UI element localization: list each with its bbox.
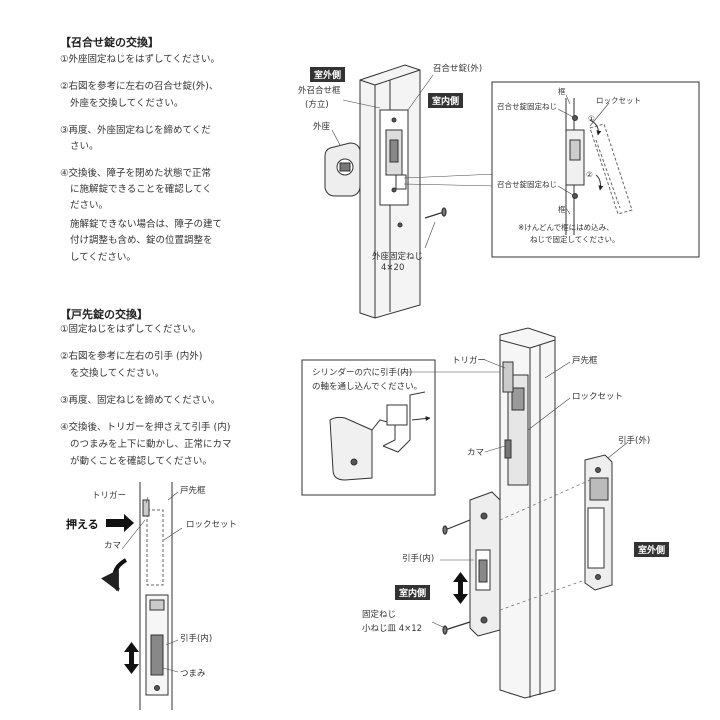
inset-frame-bottom: 框: [558, 205, 566, 214]
big-handle-in-label: 引手(内): [402, 554, 435, 564]
outdoor-tag-1: 室外側: [310, 67, 346, 82]
big-updown-arrow: [453, 572, 468, 604]
sec2-step-1: ①固定ねじをはずしてください。: [60, 324, 201, 335]
small-kama-label: カマ: [104, 541, 122, 551]
inset-box: [491, 81, 700, 258]
inset-note-2: ねじで固定してください。: [530, 235, 620, 244]
outdoor-tag-2: 室外側: [634, 542, 670, 557]
inset-lock-set: ロックセット: [596, 96, 641, 105]
big-lock-set-label: ロックセット: [572, 392, 624, 402]
sec1-step-1: ①外座固定ねじをはずしてください。: [60, 54, 220, 65]
screw-label: 外座固定ねじ: [372, 252, 424, 262]
big-trigger-label: トリガー: [452, 356, 487, 366]
small-door-frame-drawing: [139, 482, 173, 710]
frame-label-1: 外召合せ框: [298, 86, 341, 96]
kama-rotate-arrow: [101, 558, 128, 592]
sec1-step-2b: 外座を交換してください。: [70, 98, 184, 109]
sec2-step-4b: のつまみを上下に動かし、正常にカマ: [70, 439, 232, 450]
section2-heading: 【戸先錠の交換】: [60, 308, 148, 321]
small-knob-label: つまみ: [180, 669, 206, 679]
outer-base-drawing: [324, 142, 361, 197]
indoor-tag-2: 室内側: [395, 585, 431, 600]
big-screw-size-label: 小ねじ皿 4×12: [362, 624, 423, 634]
base-label: 外座: [313, 122, 331, 132]
lock-outer-label: 召合せ錠(外): [433, 64, 483, 74]
callout-text-2: の軸を通し込んでください。: [312, 382, 423, 392]
push-arrow: [106, 514, 134, 532]
sec2-step-2b: を交換してください。: [70, 368, 165, 379]
sec1-step-4f: してください。: [70, 252, 136, 263]
big-screws-drawing: [442, 519, 471, 635]
big-door-frame-label: 戸先框: [572, 356, 598, 366]
inset-num-1: ①: [588, 114, 595, 123]
sec1-step-3b: さい。: [70, 141, 99, 152]
sec1-step-4d: 施解錠できない場合は、障子の建て: [70, 219, 223, 230]
big-kama-label: カマ: [467, 448, 485, 458]
small-lock-set-label: ロックセット: [186, 520, 238, 530]
sec1-step-4e: 付け調整も含め、錠の位置調整を: [70, 235, 213, 246]
small-handle-in-label: 引手(内): [180, 634, 213, 644]
small-trigger-label: トリガー: [92, 491, 127, 501]
sec1-step-4: ④交換後、障子を閉めた状態で正常: [60, 168, 212, 179]
small-door-frame-label: 戸先框: [180, 486, 206, 496]
big-door-frame-drawing: [499, 327, 556, 699]
callout-text-1: シリンダーの穴に引手(内): [312, 368, 413, 378]
inset-screw-bottom: 召合せ錠固定ねじ: [497, 180, 557, 189]
sec1-step-3: ③再度、外座固定ねじを締めてくだ: [60, 125, 211, 136]
sec1-step-2: ②右図を参考に左右の召合せ錠(外)、: [60, 81, 219, 92]
section1-heading: 【召合せ錠の交換】: [60, 36, 159, 49]
push-label: 押える: [66, 518, 99, 531]
big-screw-label: 固定ねじ: [362, 610, 397, 620]
screw-drawing: [424, 207, 447, 219]
inset-screw-top: 召合せ錠固定ねじ: [497, 102, 557, 111]
inset-num-2: ②: [586, 170, 593, 179]
inset-frame-top: 框: [558, 87, 566, 96]
big-handle-out-label: 引手(外): [618, 436, 651, 446]
screw-size-label: 4×20: [381, 263, 405, 273]
inset-note-1: ※けんどんで框にはめ込み、: [518, 223, 614, 232]
outer-handle-drawing: [584, 454, 613, 591]
indoor-tag-1: 室内側: [428, 93, 464, 108]
callout-drawing: [329, 391, 431, 481]
sec2-step-4c: が動くことを確認してください。: [70, 456, 212, 467]
sec2-step-2: ②右図を参考に左右の引手 (内外): [60, 351, 203, 362]
sec1-step-4c: ださい。: [70, 200, 109, 211]
sec2-step-3: ③再度、固定ねじを締めてください。: [60, 395, 221, 406]
inner-handle-drawing: [469, 491, 501, 637]
sec1-step-4b: に施解錠できることを確認してく: [70, 184, 212, 195]
small-updown-arrow: [124, 642, 139, 674]
mullion-frame-drawing: [359, 64, 421, 319]
sec2-step-4: ④交換後、トリガーを押さえて引手 (内): [60, 422, 231, 433]
inset-lock-drawing: [565, 98, 633, 235]
frame-label-2: (方立): [305, 100, 329, 110]
